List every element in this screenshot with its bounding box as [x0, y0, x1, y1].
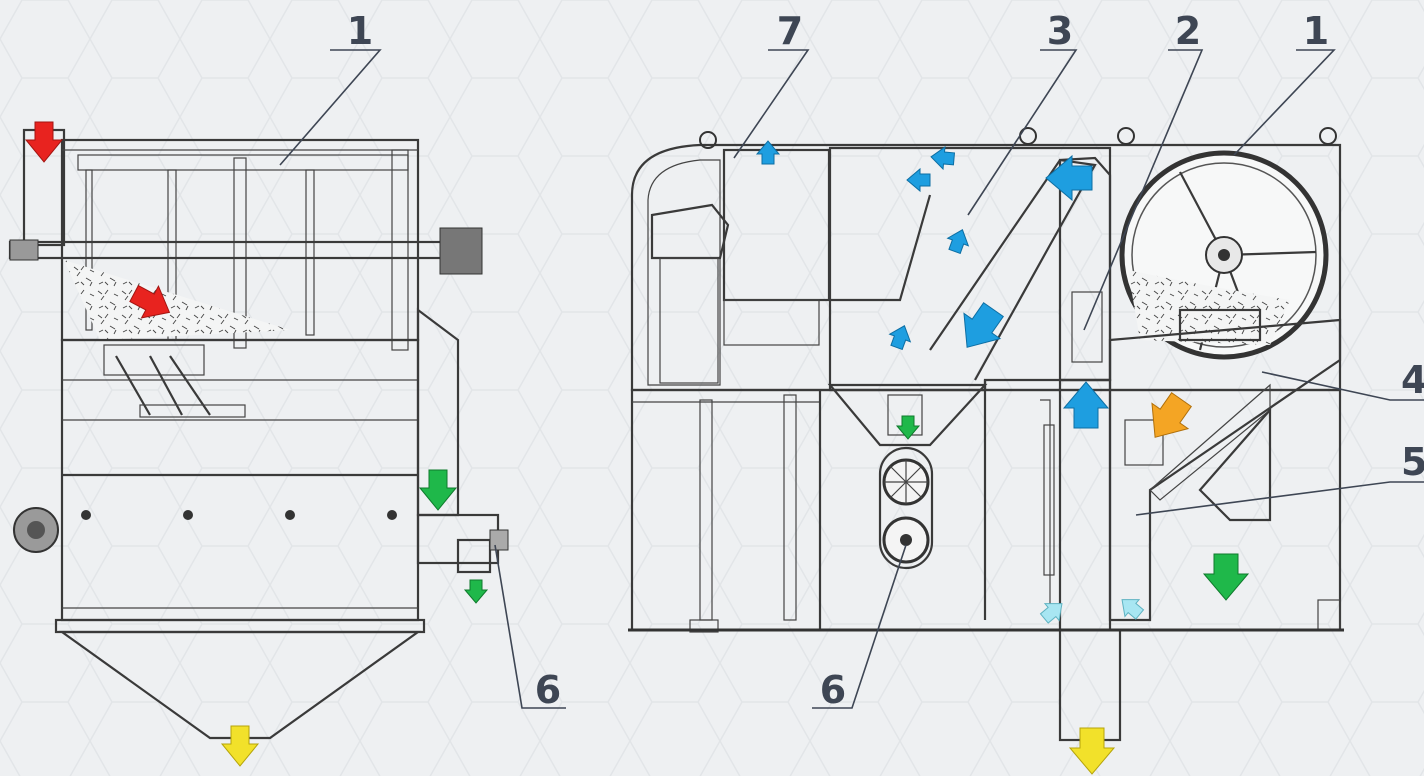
- output-arrow: [220, 725, 260, 767]
- callout-right-7: 7: [777, 9, 803, 53]
- leader-left-6: [494, 544, 566, 709]
- right-machine-view: [628, 49, 1424, 775]
- air-intake-arrow-left: [1039, 603, 1063, 624]
- clean-output-arrow: [1202, 553, 1250, 601]
- air-exhaust-arrow: [755, 140, 781, 165]
- feed-arrow: [24, 121, 64, 163]
- feed-arrow-inner: [129, 284, 171, 319]
- drive-gearbox: [439, 227, 483, 275]
- grain-output-arrow: [1068, 727, 1116, 775]
- air-arrow-top-b: [906, 167, 931, 193]
- clean-grain-arrow: [418, 469, 458, 511]
- aspiration-channel: [929, 158, 1097, 381]
- callout-left-1: 1: [347, 9, 373, 53]
- housing: [630, 143, 1342, 392]
- leader-right-3: [967, 49, 1078, 216]
- light-fraction-arrow: [895, 415, 921, 440]
- leader-right-7: [733, 49, 810, 159]
- grain-flow-upper: [64, 260, 290, 340]
- leader-right-2: [1083, 49, 1204, 331]
- callout-right-1: 1: [1303, 9, 1329, 53]
- air-arrow-top-a: [930, 146, 956, 171]
- air-arrow-low: [888, 325, 912, 351]
- air-arrow-down-channel: [963, 302, 1004, 348]
- leader-right-5: [1135, 481, 1424, 516]
- leader-right-6: [812, 544, 907, 709]
- clean-grain-arrow-small: [463, 579, 489, 604]
- air-arrow-mid: [946, 229, 970, 255]
- output-hopper: [58, 630, 422, 740]
- callout-right-6: 6: [820, 668, 846, 712]
- callout-right-4: 4: [1401, 358, 1424, 402]
- callout-left-6: 6: [535, 668, 561, 712]
- air-arrow-up-channel: [1062, 381, 1110, 429]
- leader-right-1: [1233, 49, 1336, 156]
- leader-left-1: [279, 49, 382, 166]
- settling-hopper: [827, 383, 988, 447]
- air-intake-arrow-right: [1121, 599, 1145, 620]
- callout-right-2: 2: [1175, 9, 1201, 53]
- left-machine-view: [8, 49, 566, 767]
- callout-right-5: 5: [1401, 440, 1424, 484]
- air-arrow-channel-top: [1045, 154, 1093, 202]
- leader-right-4: [1261, 371, 1424, 401]
- heavy-fraction-arrow: [1151, 392, 1192, 438]
- callout-right-3: 3: [1047, 9, 1073, 53]
